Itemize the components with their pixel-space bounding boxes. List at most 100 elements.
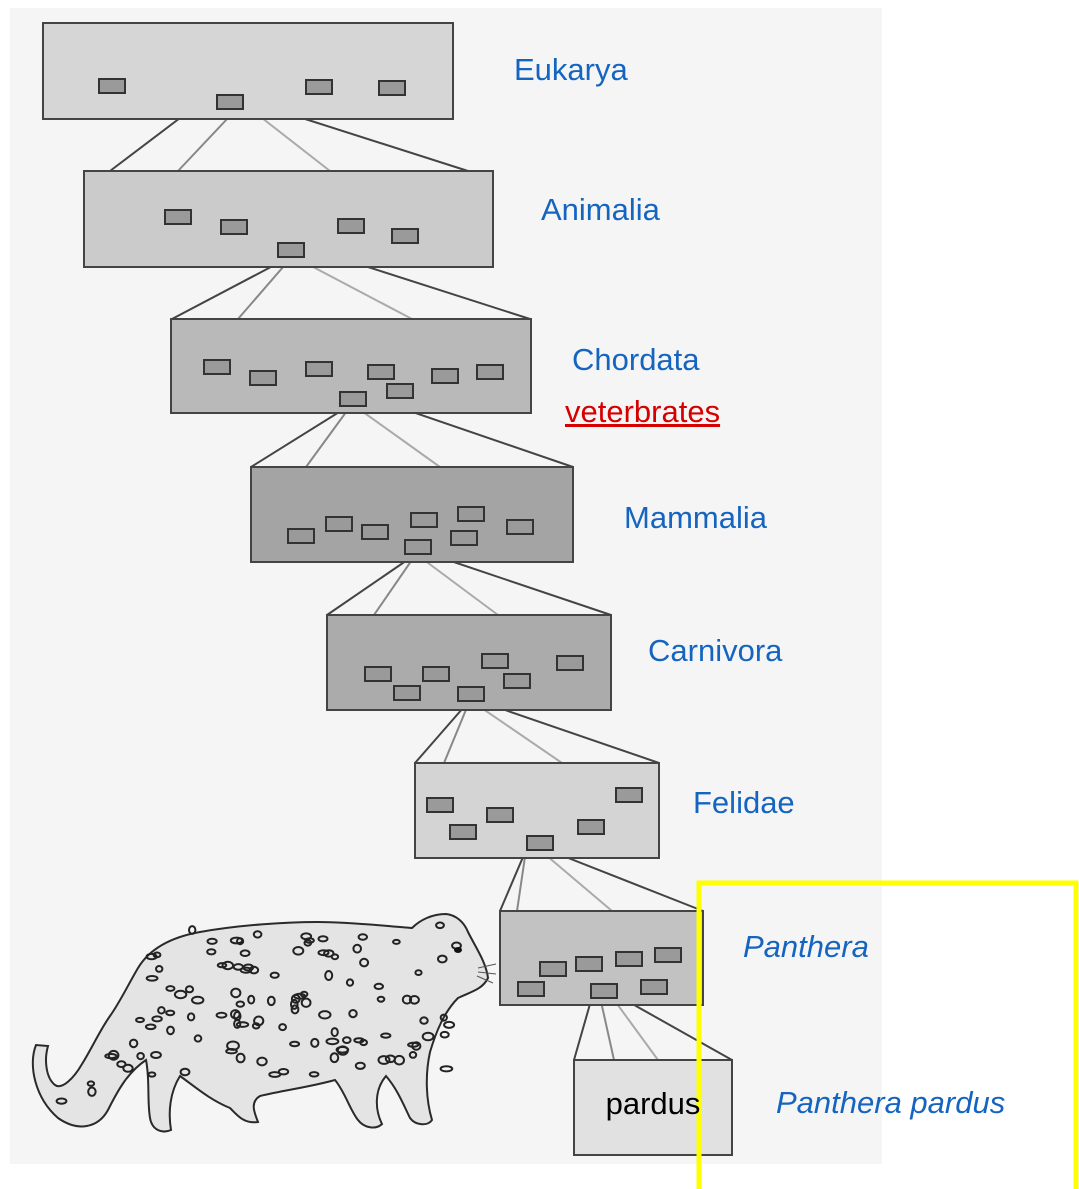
member-box [277, 242, 305, 258]
member-box [361, 524, 389, 540]
member-box [220, 219, 248, 235]
member-box [503, 673, 531, 689]
leopard-spot [290, 998, 299, 1010]
member-box [654, 947, 682, 963]
leopard-spot [437, 954, 448, 964]
leopard-spot [225, 1048, 238, 1055]
leopard-spot [247, 994, 256, 1005]
member-box [556, 655, 584, 671]
label-panthera-pardus: Panthera pardus [776, 1085, 1006, 1120]
level-box-eukarya [42, 22, 454, 120]
label-panthera: Panthera [743, 929, 869, 964]
leopard-spot [392, 938, 401, 945]
leopard-spot [278, 1023, 288, 1032]
leopard-spot [329, 1052, 340, 1064]
leopard-spot [235, 1052, 246, 1064]
leopard-spot [215, 1011, 228, 1019]
leopard-spot [173, 989, 188, 1000]
leopard-spot [136, 1052, 145, 1061]
member-box [404, 539, 432, 555]
leopard-spot [147, 1071, 157, 1078]
member-box [378, 80, 406, 96]
leopard-spot [166, 1025, 175, 1036]
leopard-spot [233, 1018, 242, 1029]
leopard-spot [229, 936, 244, 945]
connector-line [599, 996, 615, 1061]
member-box [449, 824, 477, 840]
leopard-spot [266, 995, 276, 1007]
label-eukarya: Eukarya [514, 52, 628, 87]
leopard-spot [122, 1063, 134, 1073]
connector-line [429, 553, 612, 616]
leopard-spot [439, 1065, 454, 1073]
leopard-spot [239, 949, 251, 958]
leopard-spot [359, 957, 370, 968]
leopard-spot [352, 943, 363, 954]
member-box [457, 686, 485, 702]
connector-line [171, 258, 287, 320]
leopard-spot [303, 939, 313, 947]
leopard-spot [150, 1051, 162, 1059]
leopard-spot [290, 1004, 300, 1015]
member-box [367, 364, 395, 380]
member-box [305, 79, 333, 95]
leopard-spot [253, 1015, 265, 1027]
leopard-spot [324, 970, 334, 981]
member-box [422, 666, 450, 682]
leopard-spot [256, 1056, 268, 1067]
connector-line [611, 996, 659, 1061]
connector-line [619, 996, 733, 1061]
leopard-spot [443, 1020, 456, 1029]
connector-line [109, 117, 181, 172]
leopard-spot [317, 935, 329, 943]
leopard-spot [193, 1034, 203, 1043]
connector-line [547, 849, 704, 912]
member-box [339, 391, 367, 407]
leopard-spot [128, 1038, 139, 1049]
connector-line [367, 266, 531, 320]
leopard-spot [221, 960, 235, 971]
leopard-spot [414, 969, 423, 976]
member-box [481, 653, 509, 669]
member-box [640, 979, 668, 995]
leopard-spot [87, 1086, 97, 1097]
connector-line [573, 996, 593, 1061]
leopard-spot [165, 985, 176, 992]
leopard-spot [191, 995, 205, 1005]
leopard-spot [188, 925, 197, 935]
member-box [476, 364, 504, 380]
leopard-spot [376, 995, 386, 1003]
leopard-spot [348, 1009, 358, 1019]
leopard-spot [135, 1016, 145, 1024]
connector-line [305, 403, 353, 468]
leopard-spot [342, 1036, 352, 1044]
member-box [431, 368, 459, 384]
highlight-frame [696, 880, 1079, 1189]
member-box [506, 519, 534, 535]
leopard-spot [345, 978, 355, 987]
leopard-spot [252, 930, 263, 939]
leopard-spot [289, 1040, 301, 1048]
member-box [450, 530, 478, 546]
leopard-spot [323, 949, 335, 958]
leopard-spot [239, 966, 253, 974]
leopard-spot [439, 1013, 448, 1022]
leopard-spot [165, 1009, 176, 1017]
leopard-spot [407, 1041, 420, 1048]
member-box [590, 983, 618, 999]
member-box [337, 218, 365, 234]
leopard-spot [419, 1016, 429, 1025]
leopard-spot [354, 1061, 366, 1070]
leopard-spot [155, 965, 164, 973]
member-box [98, 78, 126, 94]
leopard-spot [151, 1015, 163, 1023]
member-box [426, 797, 454, 813]
leopard-spot [299, 990, 309, 998]
leopard-spot [317, 949, 330, 957]
label-animalia: Animalia [541, 192, 660, 227]
member-box [486, 807, 514, 823]
leopard-spot [357, 933, 368, 941]
member-box [526, 835, 554, 851]
member-box [615, 787, 643, 803]
